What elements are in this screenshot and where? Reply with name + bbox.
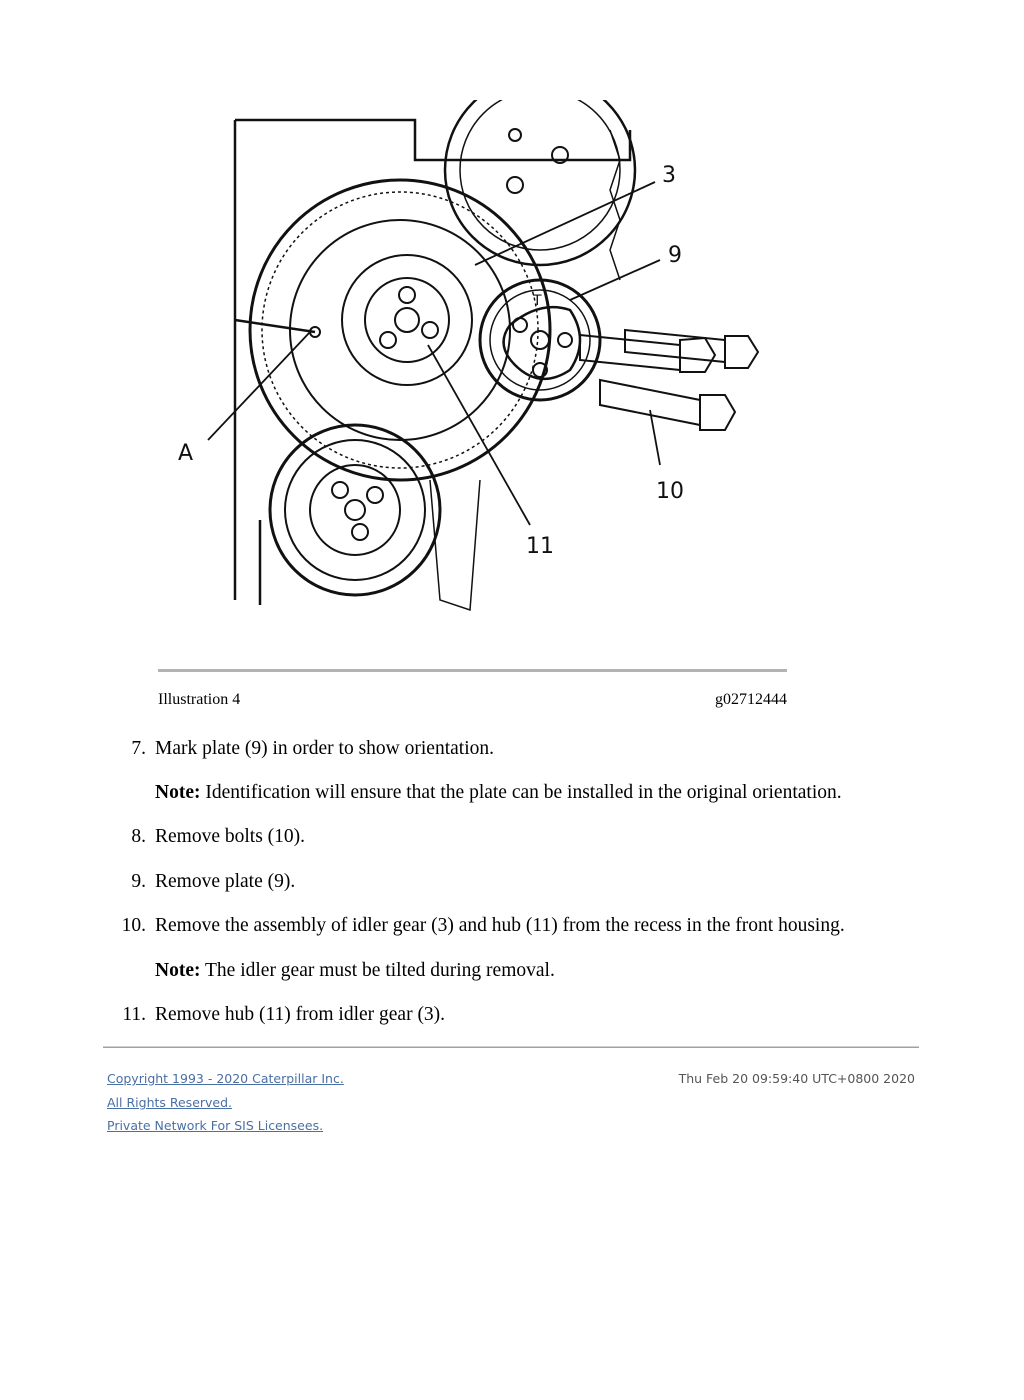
note-text: Identification will ensure that the plat…	[200, 782, 842, 803]
figure-divider	[158, 669, 787, 672]
note-identification: Note: Identification will ensure that th…	[155, 781, 842, 805]
callout-10: 10	[656, 479, 684, 504]
note-tilt: Note: The idler gear must be tilted duri…	[155, 959, 555, 983]
svg-text:T: T	[532, 293, 542, 309]
callout-a: A	[178, 441, 193, 466]
copyright-link[interactable]: Copyright 1993 - 2020 Caterpillar Inc.	[107, 1071, 344, 1086]
step-text: Mark plate (9) in order to show orientat…	[155, 738, 494, 759]
engine-front-illustration: T 3 9 A 10 11	[170, 100, 820, 660]
step-text: Remove plate (9).	[155, 871, 296, 892]
footer-divider	[103, 1046, 919, 1048]
callout-9: 9	[668, 243, 682, 268]
illustration-label: Illustration 4	[158, 691, 241, 708]
step-number: 7.	[131, 738, 146, 759]
rights-link[interactable]: All Rights Reserved.	[107, 1095, 233, 1110]
step-text: Remove hub (11) from idler gear (3).	[155, 1004, 446, 1025]
step-number: 11.	[122, 1004, 146, 1025]
callout-11: 11	[526, 534, 554, 559]
illustration-id: g02712444	[715, 691, 787, 708]
step-text: Remove bolts (10).	[155, 826, 306, 847]
callout-3: 3	[662, 163, 676, 188]
step-number: 9.	[131, 871, 146, 892]
step-text: Remove the assembly of idler gear (3) an…	[155, 915, 845, 936]
step-number: 10.	[121, 915, 146, 936]
note-label: Note:	[155, 782, 201, 803]
network-link[interactable]: Private Network For SIS Licensees.	[107, 1118, 324, 1133]
note-label: Note:	[155, 960, 201, 981]
note-text: The idler gear must be tilted during rem…	[200, 960, 555, 981]
step-number: 8.	[131, 826, 146, 847]
timestamp: Thu Feb 20 09:59:40 UTC+0800 2020	[678, 1071, 915, 1086]
